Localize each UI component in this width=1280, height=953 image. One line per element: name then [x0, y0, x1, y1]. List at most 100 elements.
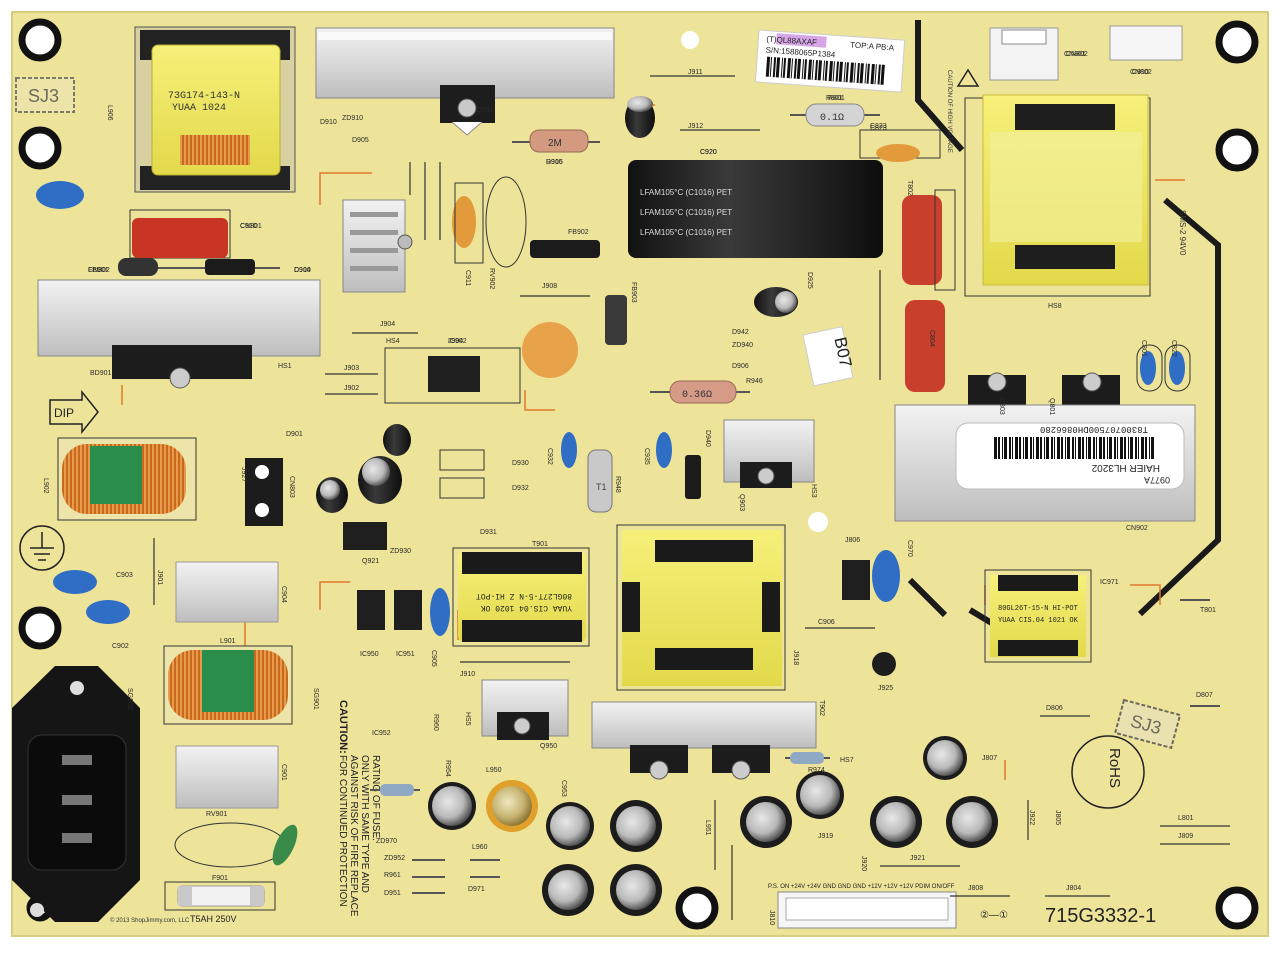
- hv-warning-icon: [956, 68, 980, 87]
- refdes-hs3: HS3: [810, 484, 817, 498]
- heatsink-hs1: [37, 279, 321, 389]
- refdes-j927: J927: [240, 467, 247, 482]
- refdes-r948: R948: [614, 476, 621, 493]
- refdes-q903: Q903: [738, 494, 745, 511]
- ntc-value: T1: [596, 482, 607, 492]
- sj-stamp-top: SJ3: [15, 77, 75, 113]
- refdes-j910: J910: [460, 671, 475, 678]
- refdes-bd901: BD901: [90, 370, 112, 377]
- refdes-j908: J908: [542, 283, 557, 290]
- refdes-c903: C903: [116, 572, 133, 579]
- refdes-r946: R946: [746, 378, 763, 385]
- r801-value: 0.1Ω: [820, 113, 844, 124]
- refdes-j903: J903: [344, 365, 359, 372]
- refdes-j911: J911: [688, 69, 703, 76]
- refdes-q950: Q950: [540, 743, 557, 750]
- refdes-d951: D951: [384, 890, 401, 897]
- cap-c930: [383, 424, 411, 456]
- r916-label: D905: [546, 159, 563, 166]
- refdes-j925: J925: [878, 685, 893, 692]
- q901-bracket: [451, 121, 483, 136]
- haier-serial-text: T8300707500DH0866280: [1040, 424, 1148, 434]
- c823-label: C823: [870, 125, 887, 132]
- refdes-c804: C804: [928, 330, 935, 347]
- fuse-rating: T5AH 250V: [190, 914, 237, 924]
- copyright: © 2013 ShopJimmy.com, LLC: [110, 917, 190, 924]
- ic-c970: [842, 560, 870, 600]
- transformer-t902: [616, 524, 786, 691]
- refdes-j920: J920: [860, 856, 867, 871]
- capacitor-c920: LFAM105°C (C1016) PET LFAM105°C (C1016) …: [628, 160, 883, 258]
- refdes-sg901: SG901: [312, 688, 319, 710]
- refdes-cn802: CN802: [1130, 69, 1152, 76]
- refdes-ic902: IC902: [448, 338, 467, 345]
- resistor-r974: [790, 752, 824, 764]
- refdes-r916: R916: [546, 159, 563, 166]
- haier-model-text: HAIER HL3202: [1091, 462, 1160, 473]
- refdes-l950: L950: [486, 767, 502, 774]
- refdes-zd952: ZD952: [384, 855, 405, 862]
- refdes-ic952: IC952: [372, 730, 391, 737]
- ic-q921: [343, 522, 387, 550]
- jumper-outlines: [153, 75, 1230, 920]
- l906-sub-label: YUAA 1024: [172, 103, 226, 114]
- transformer-l906: 73G174-143-N YUAA 1024: [134, 26, 296, 193]
- capacitor-c903: [53, 570, 97, 594]
- diode-d940: [685, 455, 701, 499]
- ic-ic902: [428, 356, 480, 392]
- refdes-j921: J921: [910, 855, 925, 862]
- refdes-l901: L901: [220, 638, 236, 645]
- serial-top-right-text: TOP:A PB:A: [850, 40, 895, 52]
- refdes-rv902: RV902: [488, 268, 495, 289]
- svg-text:SJ3: SJ3: [28, 86, 59, 106]
- relay-c904: [175, 561, 279, 623]
- transformer-t802: [964, 94, 1151, 297]
- capacitor-c911: [452, 196, 476, 248]
- resistor-r946: [669, 380, 737, 404]
- resistor-r916: [529, 129, 589, 153]
- refdes-d904: D904: [294, 267, 311, 274]
- refdes-zd910: ZD910: [342, 115, 363, 122]
- heatsink-hs7: [591, 701, 817, 780]
- t801-label-1: 80GL26T-15-N HI-POT: [998, 605, 1078, 613]
- refdes-zd930: ZD930: [390, 548, 411, 555]
- cn801-label: CN802: [1066, 51, 1088, 58]
- c910-label: CN801: [240, 223, 262, 230]
- ntc-r948: [587, 449, 613, 513]
- resistor-r801: 0.1Ω: [790, 103, 880, 127]
- dip-arrow: DIP: [49, 389, 99, 435]
- refdes-c803: C803: [998, 398, 1005, 415]
- c920-label: C920: [700, 149, 717, 156]
- choke-l901: [163, 645, 293, 725]
- capacitor-c801: [905, 300, 945, 392]
- refdes-zd970: ZD970: [376, 838, 397, 845]
- capacitor-c803: [1169, 351, 1185, 385]
- transformer-t901: 80GL27T-5-N Z HI-POT YUAA CIS.04 1020 OK: [452, 547, 590, 647]
- refdes-c910: C910: [240, 223, 257, 230]
- refdes-j901: J901: [156, 570, 163, 585]
- mounting-holes: [18, 18, 1259, 930]
- capacitor-orange-disc: [522, 322, 578, 378]
- reference-designators: L906D910ZD910Q901D905R916J911J912R801C82…: [42, 51, 1216, 925]
- c920-print-1: LFAM105°C (C1016) PET: [640, 188, 732, 197]
- ic-ic971: [872, 652, 896, 676]
- capacitor-c935: [656, 432, 672, 468]
- refdes-l951: L951: [704, 820, 711, 836]
- ul-mark: SMS-2 94V0: [1178, 210, 1187, 256]
- refdes-j806: J806: [845, 537, 860, 544]
- refdes-c953: C953: [560, 780, 567, 797]
- refdes-cn801: CN801: [1064, 51, 1086, 58]
- refdes-j912: J912: [688, 123, 703, 130]
- refdes-r961: R961: [384, 872, 401, 879]
- refdes-d930: D930: [512, 460, 529, 467]
- c920-print-3: LFAM105°C (C1016) PET: [640, 228, 732, 237]
- refdes-t901: T901: [532, 541, 548, 548]
- capacitor-c804: [902, 195, 942, 285]
- ic-ic951: [394, 590, 422, 630]
- refdes-j918: J918: [792, 650, 799, 665]
- haier-code-text: 0977A: [1144, 475, 1170, 485]
- diode-d904: [205, 259, 255, 275]
- refdes-c911: C911: [464, 270, 471, 286]
